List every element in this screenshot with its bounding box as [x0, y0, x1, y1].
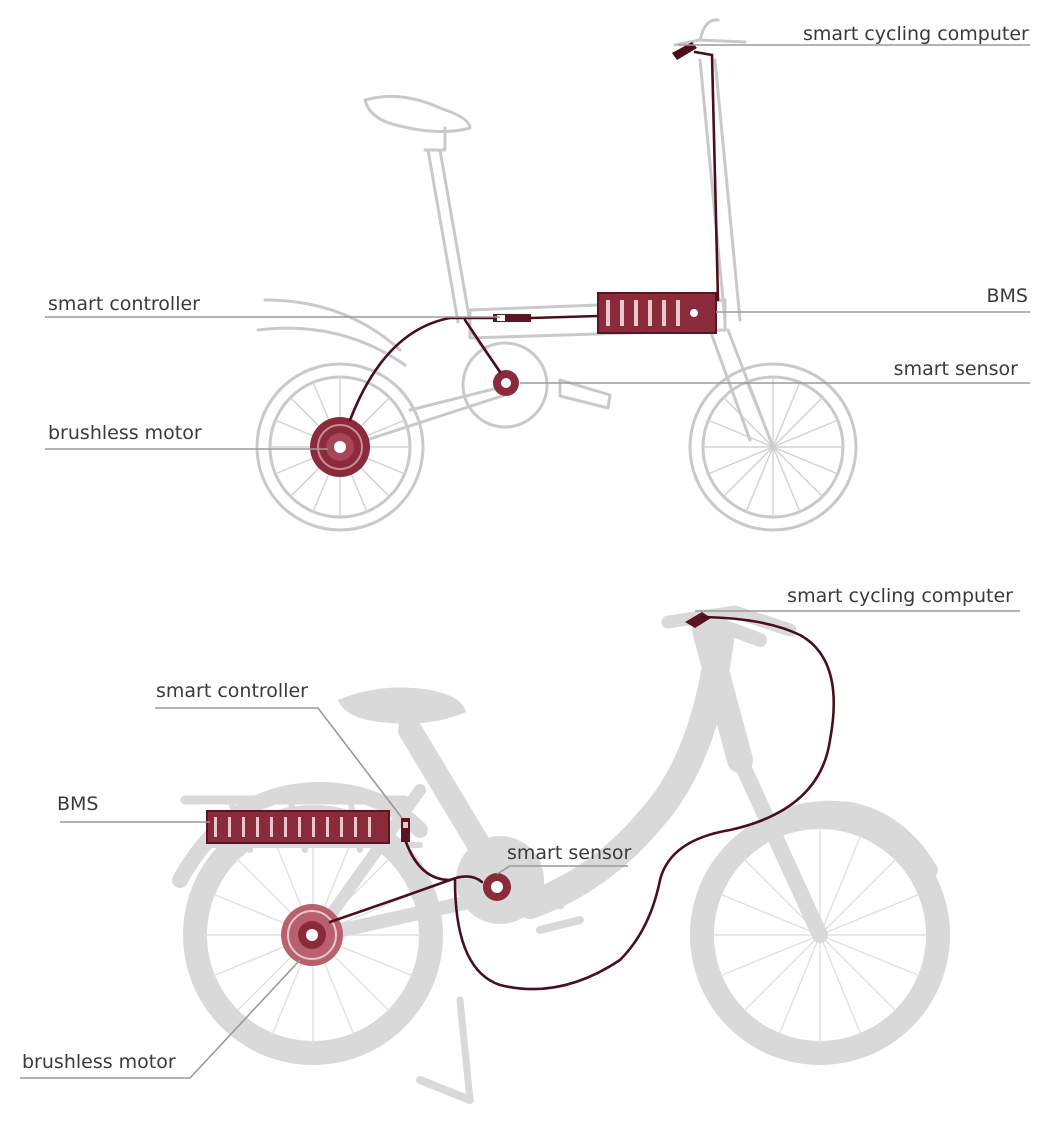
folding-cable-controller-sensor	[463, 318, 502, 374]
folding-label-bms: BMS	[987, 285, 1029, 307]
folding-cable-motor-controller	[348, 316, 495, 422]
folding-motor-unit	[310, 417, 370, 477]
step-through-bike-silhouette	[172, 605, 950, 1104]
folding-cycling-computer-unit	[672, 42, 697, 60]
step-through-cable-computer	[453, 615, 836, 991]
folding-label-controller: smart controller	[48, 293, 200, 315]
folding-label-cycling-computer: smart cycling computer	[803, 23, 1029, 45]
step-through-cable-motor	[328, 875, 484, 924]
step-through-label-controller: smart controller	[156, 680, 308, 702]
step-through-label-bms: BMS	[57, 793, 99, 815]
step-through-leader-lines	[20, 610, 1020, 1079]
folding-label-sensor: smart sensor	[894, 358, 1019, 380]
step-through-bike-components	[206, 612, 836, 991]
folding-bms-battery	[597, 292, 717, 334]
step-through-label-sensor: smart sensor	[507, 842, 632, 864]
step-through-motor-unit	[281, 904, 343, 966]
folding-controller-unit	[493, 314, 531, 322]
folding-bike-diagram: smart cycling computer smart controller …	[45, 18, 1030, 532]
step-through-label-cycling-computer: smart cycling computer	[787, 585, 1013, 607]
folding-cable-computer	[693, 50, 720, 302]
folding-sensor-unit	[493, 370, 519, 396]
folding-bike-components	[310, 42, 720, 477]
step-through-label-motor: brushless motor	[22, 1051, 176, 1073]
step-through-cable-controller	[404, 840, 452, 882]
folding-cable-controller-bms	[529, 314, 600, 320]
folding-leader-lines	[45, 44, 1030, 450]
folding-label-motor: brushless motor	[48, 422, 202, 444]
step-through-sensor-unit	[483, 873, 511, 901]
step-through-controller-unit	[401, 818, 410, 842]
step-through-bike-diagram: smart cycling computer smart controller …	[20, 585, 1020, 1104]
step-through-bms-battery	[206, 810, 390, 844]
